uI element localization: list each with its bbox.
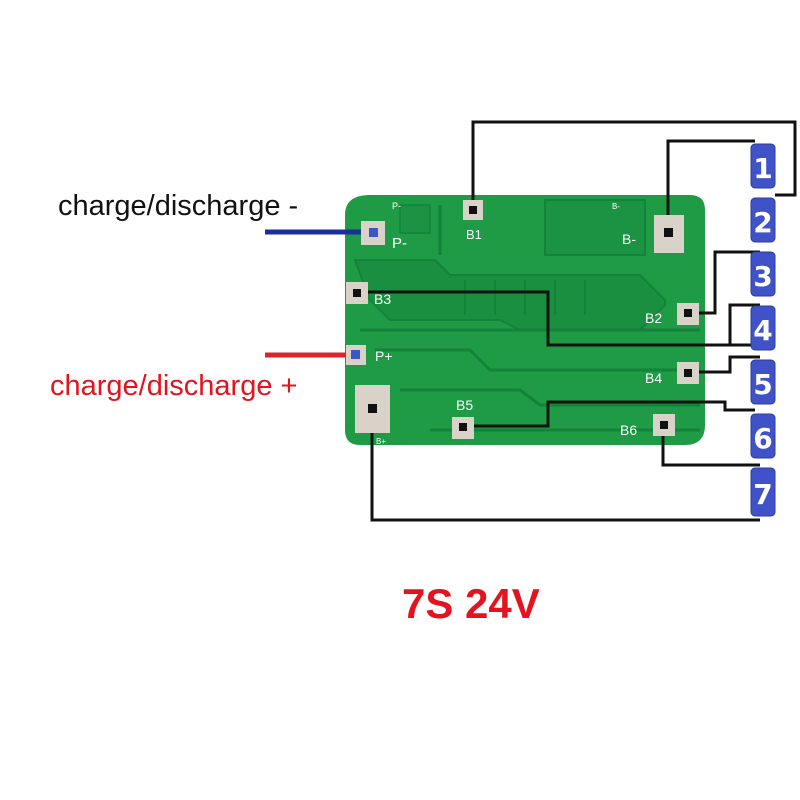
svg-text:6: 6 xyxy=(753,422,772,455)
wire-b5-to-cell6 xyxy=(462,400,755,428)
wire-b3-to-cell4 xyxy=(355,290,755,347)
silk-p-minus: P- xyxy=(392,235,407,252)
silk-p-minus-small: P- xyxy=(392,201,401,211)
svg-text:1: 1 xyxy=(753,152,772,185)
silk-b2: B2 xyxy=(645,310,662,326)
balance-wires xyxy=(355,120,797,522)
cell-4: 4 xyxy=(750,305,776,351)
silk-b3: B3 xyxy=(374,291,391,307)
svg-text:2: 2 xyxy=(753,206,772,239)
silk-b-plus: B+ xyxy=(376,437,386,446)
silk-b1: B1 xyxy=(466,227,482,242)
pcb-board xyxy=(345,195,705,445)
svg-text:4: 4 xyxy=(753,314,772,347)
battery-cells: 1 2 3 4 5 6 7 xyxy=(750,143,776,517)
wire-b2-to-cell2-3 xyxy=(690,250,760,315)
svg-text:5: 5 xyxy=(753,368,772,401)
svg-text:7: 7 xyxy=(753,478,772,511)
cell-7: 7 xyxy=(750,467,776,517)
wire-bminus-to-cell1 xyxy=(666,139,755,230)
cell-2: 2 xyxy=(750,197,776,243)
cell-3: 3 xyxy=(750,251,776,297)
wire-b3-spur xyxy=(728,303,760,345)
wire-bplus-to-cell7 xyxy=(370,408,760,522)
silk-b-minus-small: B- xyxy=(612,202,620,211)
cell-5: 5 xyxy=(750,359,776,405)
cell-6: 6 xyxy=(750,413,776,459)
silk-b4: B4 xyxy=(645,370,662,386)
silk-b6: B6 xyxy=(620,422,637,438)
silk-b5: B5 xyxy=(456,397,473,413)
silk-p-plus: P+ xyxy=(375,348,393,364)
solder-pads xyxy=(346,200,699,439)
diagram-title: 7S 24V xyxy=(402,580,540,627)
wire-b4-to-cell4-5 xyxy=(690,355,760,374)
label-charge-discharge-negative: charge/discharge - xyxy=(58,190,299,222)
svg-text:3: 3 xyxy=(753,260,772,293)
silk-b-minus: B- xyxy=(622,231,636,247)
cell-1: 1 xyxy=(750,143,776,189)
wire-b1-to-cell1 xyxy=(471,120,797,210)
wire-b6-to-cell7 xyxy=(661,426,760,467)
label-charge-discharge-positive: charge/discharge + xyxy=(50,370,298,402)
